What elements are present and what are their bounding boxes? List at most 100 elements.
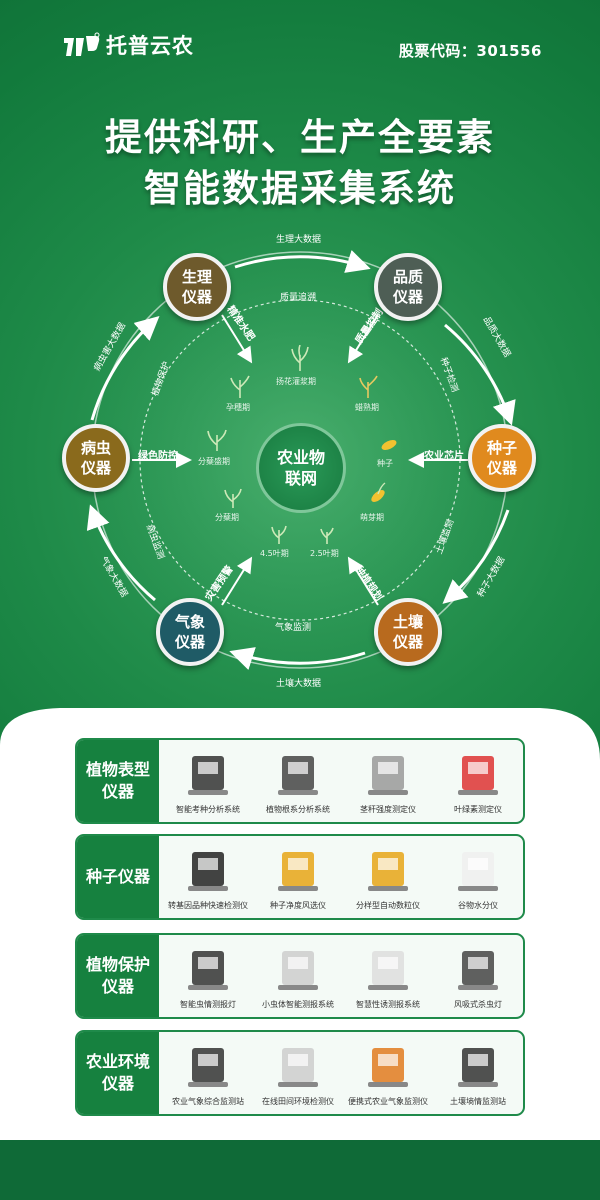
- product-item[interactable]: 智慧性诱测报系统: [343, 935, 433, 1017]
- plant-icon: [359, 375, 378, 398]
- arrow-right-lower: [442, 509, 510, 604]
- category-title: 植物保护仪器: [77, 935, 159, 1017]
- product-image-icon: [188, 756, 228, 795]
- product-image-icon: [458, 852, 498, 891]
- product-item[interactable]: 分样型自动数粒仪: [343, 836, 433, 918]
- category-card[interactable]: 植物保护仪器智能虫情测报灯 小虫体智能测报系统 智慧性诱测报系统 风吸式杀虫灯: [75, 933, 525, 1019]
- plant-icon: [271, 525, 287, 544]
- node-seed[interactable]: 种子仪器: [468, 424, 536, 492]
- product-image-icon: [188, 951, 228, 990]
- plant-icon: [291, 345, 309, 371]
- stage-sprout: 萌芽期: [360, 513, 384, 522]
- brand-logo: 托普云农: [62, 30, 194, 60]
- category-card[interactable]: 种子仪器转基因品种快速检测仪种子净度风选仪分样型自动数粒仪谷物水分仪: [75, 834, 525, 920]
- stage-leaf45: 4.5叶期: [260, 549, 289, 558]
- product-image-icon: [368, 852, 408, 891]
- product-image-icon: [368, 756, 408, 795]
- stage-tiller-peak: 分蘖盛期: [198, 457, 230, 466]
- label-weather-monitor: 气象监测: [275, 623, 312, 633]
- product-name: 转基因品种快速检测仪: [168, 901, 248, 910]
- product-name: 叶绿素测定仪: [454, 805, 502, 814]
- product-name: 种子净度风选仪: [270, 901, 326, 910]
- product-name: 分样型自动数粒仪: [356, 901, 420, 910]
- product-item[interactable]: 转基因品种快速检测仪: [163, 836, 253, 918]
- plant-icon: [320, 527, 334, 544]
- product-name: 土壤墒情监测站: [450, 1097, 506, 1106]
- label-green-control: 绿色防控: [138, 451, 178, 462]
- product-image-icon: [458, 951, 498, 990]
- plant-icon: [207, 429, 227, 451]
- category-card[interactable]: 植物表型仪器智能考种分析系统植物根系分析系统 茎秆强度测定仪 叶绿素测定仪: [75, 738, 525, 824]
- product-name: 茎秆强度测定仪: [360, 805, 416, 814]
- stage-leaf25: 2.5叶期: [310, 549, 339, 558]
- plant-icon: [224, 488, 242, 508]
- category-title: 植物表型仪器: [77, 740, 159, 822]
- product-name: 农业气象综合监测站: [172, 1097, 244, 1106]
- product-name: 小虫体智能测报系统: [262, 1000, 334, 1009]
- product-list: 农业气象综合监测站 在线田间环境检测仪 便携式农业气象监测仪 土壤墒情监测站: [163, 1032, 523, 1114]
- product-image-icon: [368, 951, 408, 990]
- stage-seed: 种子: [377, 459, 393, 468]
- product-image-icon: [278, 1048, 318, 1087]
- label-physiology-data: 生理大数据: [276, 235, 322, 245]
- product-image-icon: [278, 852, 318, 891]
- product-name: 在线田间环境检测仪: [262, 1097, 334, 1106]
- product-item[interactable]: 叶绿素测定仪: [433, 740, 523, 822]
- product-image-icon: [458, 756, 498, 795]
- product-name: 智慧性诱测报系统: [356, 1000, 420, 1009]
- stock-code: 股票代码：301556: [398, 42, 542, 60]
- node-weather[interactable]: 气象仪器: [156, 598, 224, 666]
- stage-booting: 孕穗期: [226, 403, 250, 412]
- arrow-left-upper: [90, 316, 160, 421]
- product-image-icon: [368, 1048, 408, 1087]
- product-item[interactable]: 种子净度风选仪: [253, 836, 343, 918]
- product-item[interactable]: 小虫体智能测报系统: [253, 935, 343, 1017]
- product-name: 风吸式杀虫灯: [454, 1000, 502, 1009]
- product-item[interactable]: 便携式农业气象监测仪: [343, 1032, 433, 1114]
- product-image-icon: [188, 852, 228, 891]
- arrow-right-upper: [444, 323, 516, 426]
- product-list: 智能虫情测报灯 小虫体智能测报系统 智慧性诱测报系统 风吸式杀虫灯: [163, 935, 523, 1017]
- headline-line1: 提供科研、生产全要素: [105, 116, 495, 159]
- product-item[interactable]: 风吸式杀虫灯: [433, 935, 523, 1017]
- product-name: 植物根系分析系统: [266, 805, 330, 814]
- center-iot: 农业物联网: [256, 423, 346, 513]
- product-item[interactable]: 土壤墒情监测站: [433, 1032, 523, 1114]
- product-item[interactable]: 在线田间环境检测仪: [253, 1032, 343, 1114]
- product-image-icon: [188, 1048, 228, 1087]
- product-item[interactable]: 农业气象综合监测站: [163, 1032, 253, 1114]
- arrow-top: [234, 250, 371, 273]
- product-name: 便携式农业气象监测仪: [348, 1097, 428, 1106]
- headline-line2: 智能数据采集系统: [144, 167, 456, 210]
- label-soil-data: 土壤大数据: [276, 679, 322, 689]
- product-item[interactable]: 茎秆强度测定仪: [343, 740, 433, 822]
- product-name: 智能虫情测报灯: [180, 1000, 236, 1009]
- product-item[interactable]: 智能考种分析系统: [163, 740, 253, 822]
- node-soil[interactable]: 土壤仪器: [374, 598, 442, 666]
- node-pest[interactable]: 病虫仪器: [62, 424, 130, 492]
- category-title: 农业环境仪器: [77, 1032, 159, 1114]
- product-item[interactable]: 植物根系分析系统: [253, 740, 343, 822]
- product-list: 智能考种分析系统植物根系分析系统 茎秆强度测定仪 叶绿素测定仪: [163, 740, 523, 822]
- product-item[interactable]: 智能虫情测报灯: [163, 935, 253, 1017]
- stage-tiller: 分蘖期: [215, 513, 239, 522]
- node-physiology[interactable]: 生理仪器: [163, 253, 231, 321]
- product-item[interactable]: 谷物水分仪: [433, 836, 523, 918]
- header: 托普云农 股票代码：301556: [0, 0, 600, 95]
- plant-icon: [230, 375, 250, 398]
- logo-icon: [64, 32, 100, 56]
- sprout-icon: [371, 482, 386, 502]
- arrow-bottom: [229, 647, 366, 670]
- product-image-icon: [278, 756, 318, 795]
- product-image-icon: [278, 951, 318, 990]
- stage-wax: 蜡熟期: [355, 403, 379, 412]
- node-quality[interactable]: 品质仪器: [374, 253, 442, 321]
- label-ag-chip: 农业芯片: [424, 451, 464, 462]
- label-quality-trace: 质量追溯: [280, 293, 317, 303]
- category-card[interactable]: 农业环境仪器农业气象综合监测站 在线田间环境检测仪 便携式农业气象监测仪 土壤墒情监测…: [75, 1030, 525, 1116]
- seed-icon: [381, 440, 397, 450]
- product-list: 转基因品种快速检测仪 种子净度风选仪 分样型自动数粒仪 谷物水分仪: [163, 836, 523, 918]
- stage-flowering: 扬花灌浆期: [276, 377, 316, 386]
- arrow-left-lower: [86, 504, 156, 602]
